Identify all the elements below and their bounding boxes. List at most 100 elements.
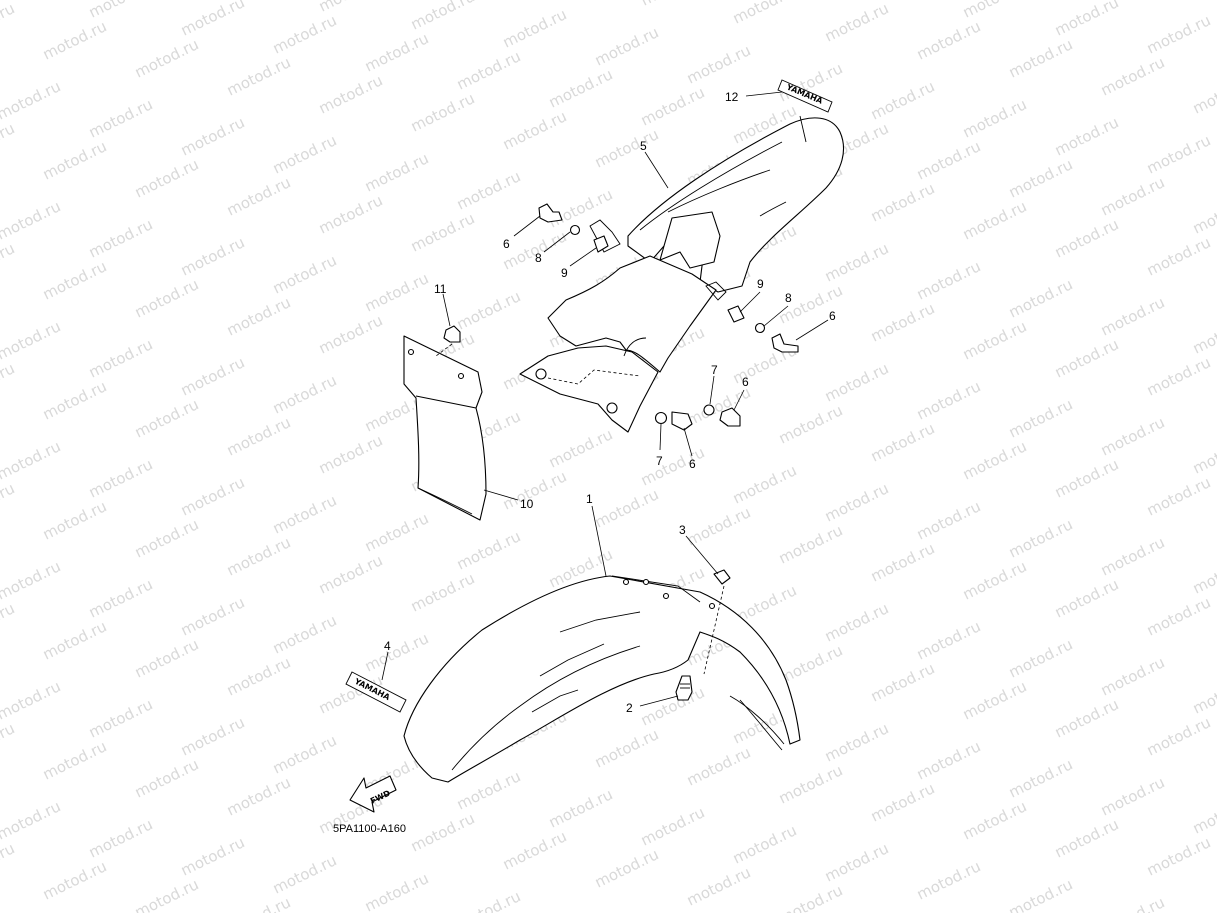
watermark-text: motod.ru	[362, 29, 432, 75]
watermark-text: motod.ru	[1006, 635, 1076, 681]
watermark-text: motod.ru	[40, 737, 110, 783]
watermark-text: motod.ru	[316, 191, 386, 237]
watermark-text: motod.ru	[316, 431, 386, 477]
watermark-text: motod.ru	[132, 275, 202, 321]
watermark-text: motod.ru	[224, 173, 294, 219]
watermark-text: motod.ru	[638, 683, 708, 729]
front-fender	[403, 575, 801, 783]
watermark-text: motod.ru	[132, 755, 202, 801]
watermark-text: motod.ru	[500, 107, 570, 153]
watermark-text: motod.ru	[0, 0, 18, 46]
watermark-text: motod.ru	[224, 413, 294, 459]
callout-9-right: 9	[757, 277, 764, 291]
watermark-text: motod.ru	[868, 419, 938, 465]
watermark-text: motod.ru	[1052, 575, 1122, 621]
watermark-text: motod.ru	[822, 0, 892, 46]
watermark-text: motod.ru	[960, 197, 1030, 243]
watermark-text: motod.ru	[454, 167, 524, 213]
watermark-text: motod.ru	[362, 509, 432, 555]
watermark-text: motod.ru	[1006, 35, 1076, 81]
watermark-text: motod.ru	[1098, 533, 1168, 579]
watermark-text: motod.ru	[132, 515, 202, 561]
watermark-text: motod.ru	[1052, 113, 1122, 159]
watermark-text: motod.ru	[822, 839, 892, 885]
watermark-text: motod.ru	[822, 599, 892, 645]
watermark-text: motod.ru	[730, 821, 800, 867]
watermark-text: motod.ru	[684, 383, 754, 429]
watermark-text: motod.ru	[914, 737, 984, 783]
watermark-text: motod.ru	[40, 857, 110, 903]
watermark-text: motod.ru	[1144, 131, 1214, 177]
watermark-text: motod.ru	[1190, 791, 1217, 837]
watermark-text: motod.ru	[270, 611, 340, 657]
watermark-text: motod.ru	[1190, 431, 1217, 477]
watermark-text: motod.ru	[592, 845, 662, 891]
watermark-text: motod.ru	[776, 881, 846, 913]
watermark-text: motod.ru	[454, 767, 524, 813]
callout-8-upper-left: 8	[535, 251, 542, 265]
watermark-text: motod.ru	[86, 215, 156, 261]
watermark-text: motod.ru	[1006, 395, 1076, 441]
watermark-text: motod.ru	[0, 839, 18, 885]
watermark-text: motod.ru	[1098, 773, 1168, 819]
watermark-text: motod.ru	[1098, 173, 1168, 219]
watermark-text: motod.ru	[1052, 0, 1122, 40]
watermark-text: motod.ru	[408, 89, 478, 135]
watermark-text: motod.ru	[1052, 215, 1122, 261]
watermark-text: motod.ru	[224, 293, 294, 339]
watermark-text: motod.ru	[1098, 53, 1168, 99]
callout-5: 5	[640, 139, 647, 153]
watermark-text: motod.ru	[868, 77, 938, 123]
watermark-text: motod.ru	[1190, 551, 1217, 597]
watermark-text: motod.ru	[638, 0, 708, 10]
watermark-text: motod.ru	[0, 719, 18, 765]
watermark-text: motod.ru	[1144, 593, 1214, 639]
watermark-text: motod.ru	[1098, 293, 1168, 339]
watermark-text: motod.ru	[178, 113, 248, 159]
watermark-text: motod.ru	[270, 131, 340, 177]
watermark-text: motod.ru	[0, 317, 64, 363]
watermark-text: motod.ru	[546, 65, 616, 111]
watermark-text: motod.ru	[684, 503, 754, 549]
callout-7-lower: 7	[656, 454, 663, 468]
watermark-text: motod.ru	[868, 779, 938, 825]
watermark-text: motod.ru	[868, 299, 938, 345]
watermark-text: motod.ru	[0, 599, 18, 645]
callout-9-upper-left: 9	[561, 266, 568, 280]
watermark-text: motod.ru	[1052, 335, 1122, 381]
bolt-6-lower-right	[719, 407, 741, 427]
washer-7-upper	[703, 404, 715, 416]
watermark-text: motod.ru	[270, 491, 340, 537]
mud-flap	[403, 335, 487, 521]
watermark-text: motod.ru	[270, 11, 340, 57]
diagram-code: 5PA1100-A160	[333, 823, 406, 835]
watermark-text: motod.ru	[40, 497, 110, 543]
watermark-text: motod.ru	[316, 551, 386, 597]
collar-8-right	[754, 322, 766, 334]
watermark-text: motod.ru	[638, 83, 708, 129]
watermark-text: motod.ru	[546, 785, 616, 831]
watermark-text: motod.ru	[86, 335, 156, 381]
watermark-text: motod.ru	[868, 659, 938, 705]
callout-6-lower-right: 6	[742, 375, 749, 389]
watermark-text: motod.ru	[40, 617, 110, 663]
watermark-text: motod.ru	[316, 311, 386, 357]
watermark-text: motod.ru	[408, 809, 478, 855]
watermark-text: motod.ru	[1144, 713, 1214, 759]
watermark-text: motod.ru	[40, 137, 110, 183]
rear-fender	[519, 115, 845, 433]
watermark-text: motod.ru	[914, 377, 984, 423]
watermark-text: motod.ru	[914, 17, 984, 63]
leader-lines	[381, 91, 829, 707]
watermark-text: motod.ru	[224, 653, 294, 699]
callout-3: 3	[679, 523, 686, 537]
watermark-text: motod.ru	[914, 857, 984, 903]
watermark-text: motod.ru	[178, 353, 248, 399]
watermark-text: motod.ru	[270, 371, 340, 417]
collar-8-upper-left	[569, 224, 581, 236]
watermark-text: motod.ru	[1052, 695, 1122, 741]
watermark-text: motod.ru	[132, 875, 202, 913]
watermark-text: motod.ru	[1144, 833, 1214, 879]
watermark-text: motod.ru	[1006, 515, 1076, 561]
